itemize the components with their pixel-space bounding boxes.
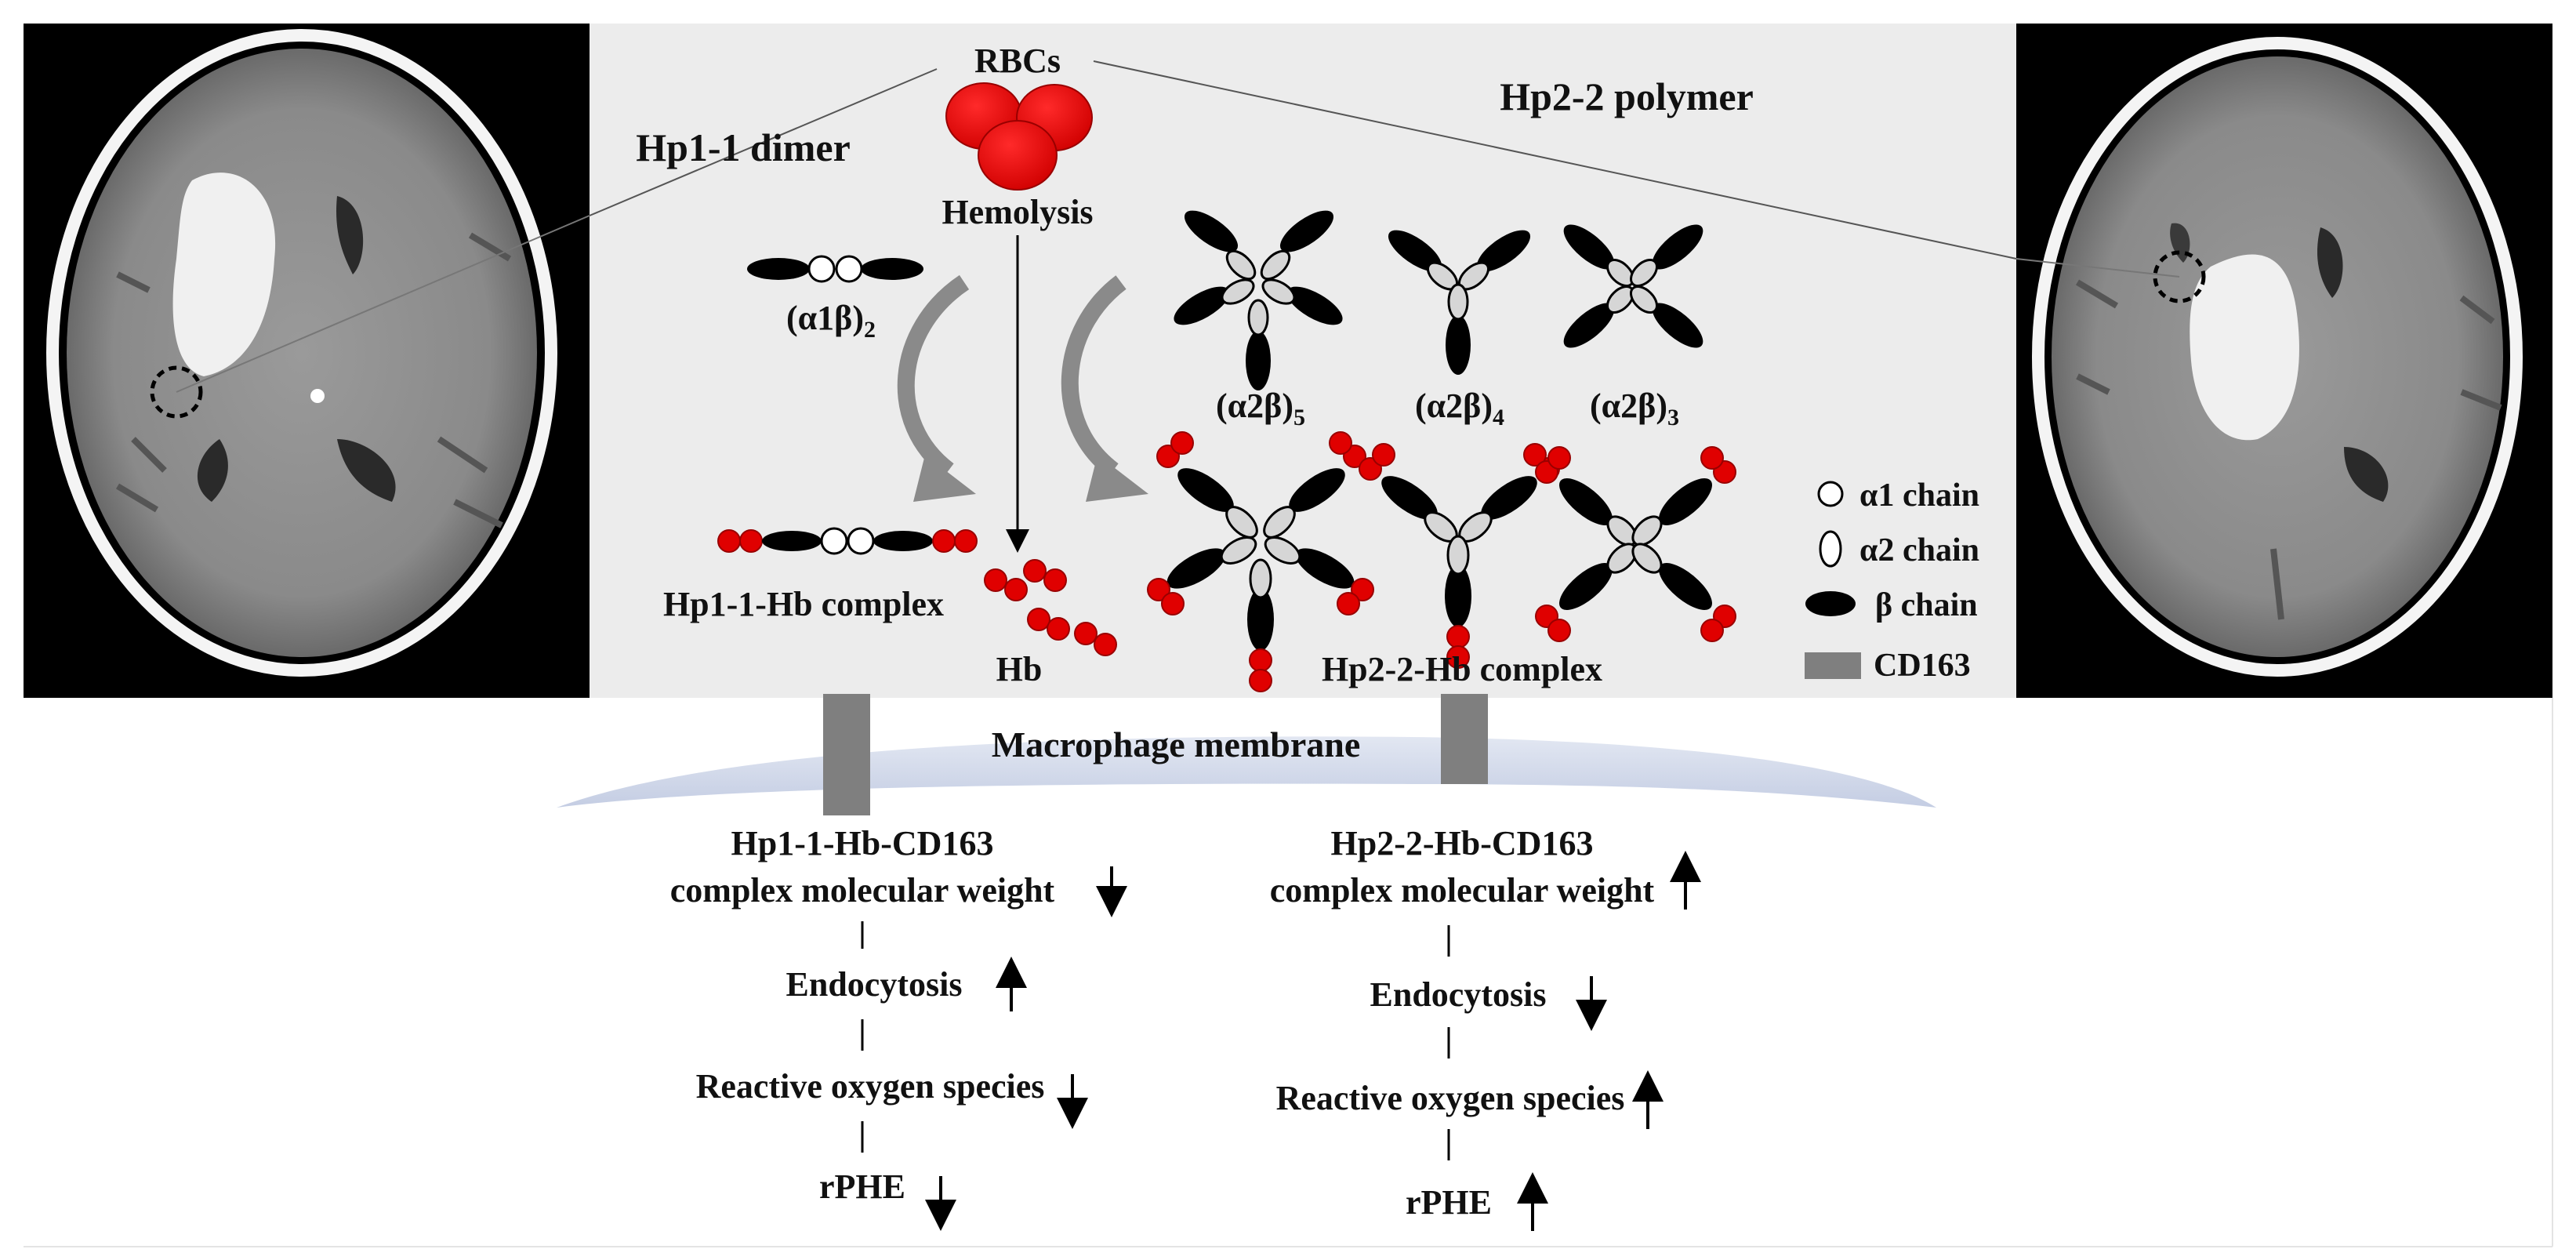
rbcs-label: RBCs — [974, 42, 1061, 80]
left-ct-scan — [24, 24, 590, 698]
hp11-hb-complex-glyph — [717, 527, 978, 555]
polymer-a2b-4 — [1388, 230, 1531, 375]
hp22-hb-complex-label: Hp2-2-Hb complex — [1322, 650, 1602, 688]
hb-molecules — [984, 559, 1117, 656]
legend: α1 chain α2 chain β chain CD163 — [1805, 477, 1979, 684]
right-step1-line2: complex molecular weight — [1270, 871, 1655, 910]
left-step3-label: Reactive oxygen species — [696, 1067, 1045, 1106]
right-cascade: Hp2-2-Hb-CD163 complex molecular weight … — [1270, 824, 1701, 1231]
left-step4-label: rPHE — [819, 1167, 905, 1206]
right-step3-label: Reactive oxygen species — [1276, 1079, 1625, 1117]
legend-alpha2-label: α2 chain — [1859, 532, 1979, 568]
curved-arrow-right-head — [1086, 455, 1148, 502]
hp11-dimer-glyph — [747, 255, 923, 283]
right-step4-label: rPHE — [1406, 1183, 1492, 1222]
polymer-a2b-3 — [1563, 224, 1703, 348]
hb-label: Hb — [996, 650, 1043, 688]
hp22-hb-complex-4 — [1359, 443, 1560, 669]
hp11-dimer-title: Hp1-1 dimer — [636, 125, 851, 169]
right-roi-circle — [2153, 250, 2206, 303]
macrophage-membrane — [557, 736, 1936, 808]
right-step2-label: Endocytosis — [1370, 975, 1547, 1014]
dimer-formula: (α1β)2 — [786, 299, 876, 343]
legend-alpha1-label: α1 chain — [1859, 477, 1979, 514]
right-step1-line1: Hp2-2-Hb-CD163 — [1331, 824, 1594, 862]
curved-arrow-left-head — [913, 455, 976, 502]
left-step1-line1: Hp1-1-Hb-CD163 — [731, 824, 994, 862]
hemolysis-label: Hemolysis — [942, 193, 1093, 231]
beta-legend-icon — [1805, 591, 1856, 616]
connector-right — [1093, 60, 2017, 260]
polymer-formula-5: (α2β)5 — [1216, 387, 1305, 430]
polymer-formula-4: (α2β)4 — [1415, 387, 1504, 430]
left-step2-label: Endocytosis — [786, 965, 963, 1004]
connector-left-roi — [176, 215, 590, 393]
right-ct-scan — [2016, 24, 2552, 698]
hp22-hb-complex-3 — [1535, 446, 1736, 642]
cd163-receptor-left — [823, 694, 870, 815]
hp22-hb-complex-5 — [1147, 431, 1374, 692]
alpha2-legend-icon — [1819, 530, 1842, 568]
cd163-receptor-right — [1441, 694, 1488, 784]
curved-arrow-left — [897, 274, 970, 477]
left-roi-circle — [150, 365, 203, 419]
hp11-hb-complex-label: Hp1-1-Hb complex — [663, 585, 944, 623]
legend-beta-label: β chain — [1875, 587, 1978, 623]
connector-left — [589, 68, 938, 216]
cd163-legend-icon — [1805, 652, 1861, 679]
left-step1-line2: complex molecular weight — [670, 871, 1055, 910]
central-panel — [590, 24, 2016, 698]
left-cascade: Hp1-1-Hb-CD163 complex molecular weight … — [670, 824, 1127, 1231]
alpha1-legend-icon — [1817, 481, 1844, 507]
polymer-a2b-5 — [1174, 210, 1343, 390]
connector-right-roi — [2015, 258, 2180, 278]
membrane-label: Macrophage membrane — [992, 724, 1361, 764]
polymer-formula-3: (α2β)3 — [1590, 387, 1679, 430]
legend-cd163-label: CD163 — [1874, 648, 1971, 684]
hp22-polymer-title: Hp2-2 polymer — [1500, 74, 1754, 118]
curved-arrow-right — [1061, 275, 1127, 477]
rbc-cluster — [945, 82, 1093, 191]
